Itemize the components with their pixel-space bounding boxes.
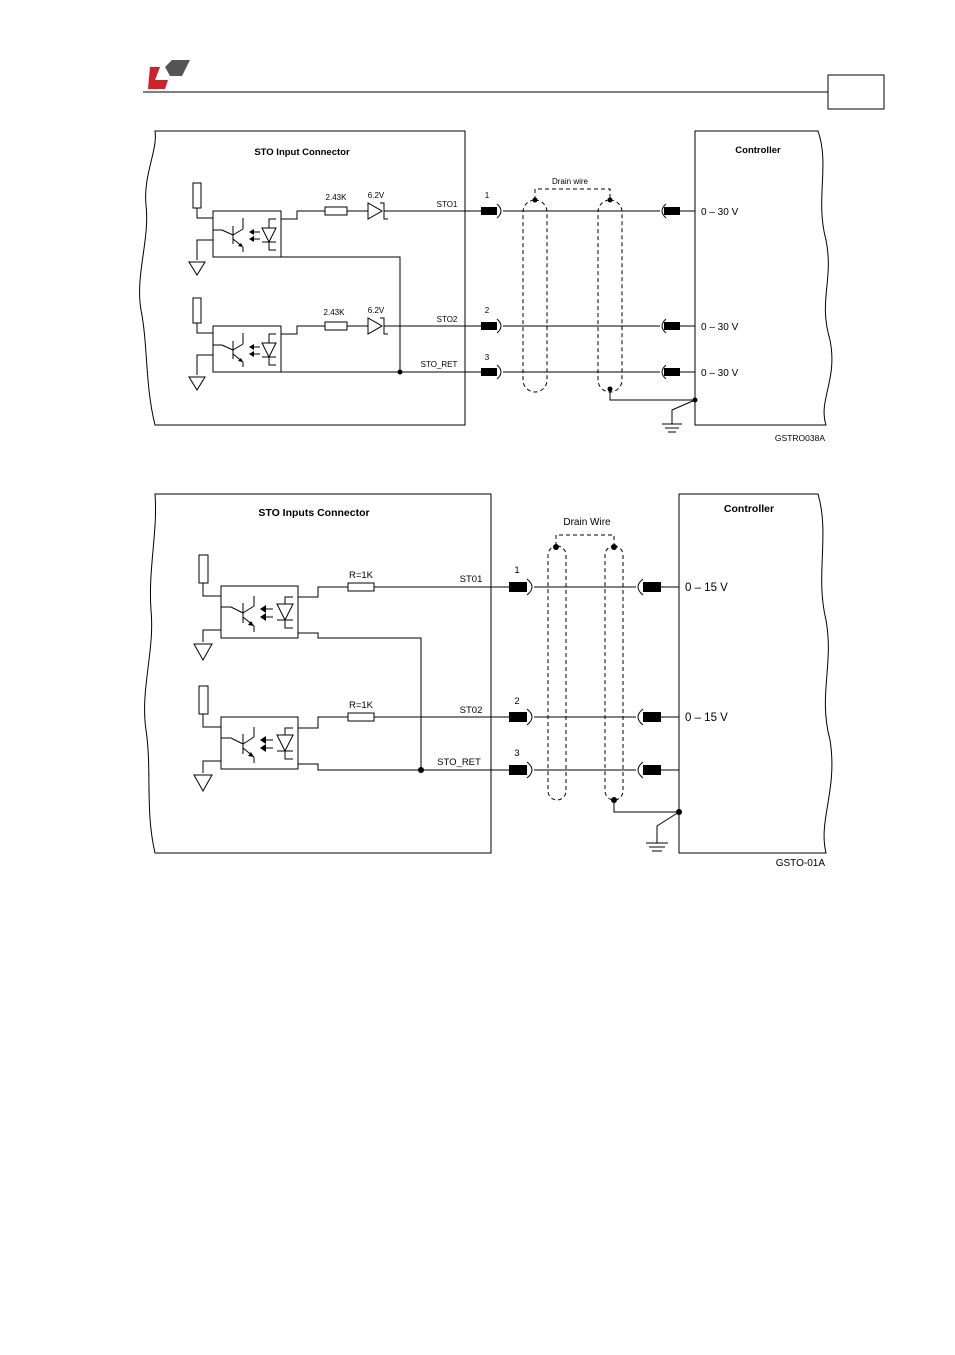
controller-box-2 [679,494,832,853]
controller-box-1 [695,131,832,425]
voltage-label-1a: 0 – 30 V [701,207,739,218]
pin-number-2-1: 1 [514,565,519,576]
drain-wire-2 [548,535,682,815]
company-logo [148,60,190,89]
connector-title-1: STO Input Connector [254,147,350,158]
drain-wire-label-2: Drain Wire [563,517,611,528]
connector-title-2: STO Inputs Connector [258,507,369,519]
voltage-label-1b: 0 – 30 V [701,322,739,333]
controller-title-1: Controller [735,145,781,156]
signal-label-sto-ret-2: STO_RET [437,757,481,768]
zener-label-1b: 6.2V [368,306,385,315]
page-number-box [828,75,884,109]
signal-label-st01: ST01 [460,574,483,585]
voltage-label-1c: 0 – 30 V [701,368,739,379]
voltage-label-2b: 0 – 15 V [685,712,728,724]
resistor-label-2a: R=1K [349,570,374,581]
wiring-diagram-1: STO Input Connector Controller [140,131,832,443]
drain-wire-label-1: Drain wire [552,177,589,186]
resistor-label-1b: 2.43K [324,308,346,317]
signal-label-sto-ret: STO_RET [421,360,458,369]
zener-label-1a: 6.2V [368,191,385,200]
figure-code-1: GSTRO038A [775,433,825,443]
wiring-diagram-2: STO Inputs Connector Controller [145,494,832,869]
voltage-label-2a: 0 – 15 V [685,582,728,594]
optocoupler-3 [194,555,509,770]
connector-box-2 [145,494,491,853]
ground-symbol-2 [646,812,679,851]
connector-pins-2 [509,579,679,778]
resistor-label-1a: 2.43K [326,193,348,202]
pin-number-1: 1 [485,191,490,200]
pin-number-2-2: 2 [514,696,519,707]
pin-number-3: 3 [485,353,490,362]
ground-symbol-1 [662,400,695,432]
controller-title-2: Controller [724,503,774,515]
resistor-label-2b: R=1K [349,700,374,711]
connector-pins-1 [481,204,695,379]
signal-label-st02: ST02 [460,705,483,716]
signal-label-sto2: STO2 [437,315,458,324]
signal-label-sto1: STO1 [437,200,458,209]
figure-code-2: GSTO-01A [776,858,826,869]
pin-number-2-3: 3 [514,748,519,759]
pin-number-2: 2 [485,306,490,315]
connector-box-1 [140,131,465,425]
